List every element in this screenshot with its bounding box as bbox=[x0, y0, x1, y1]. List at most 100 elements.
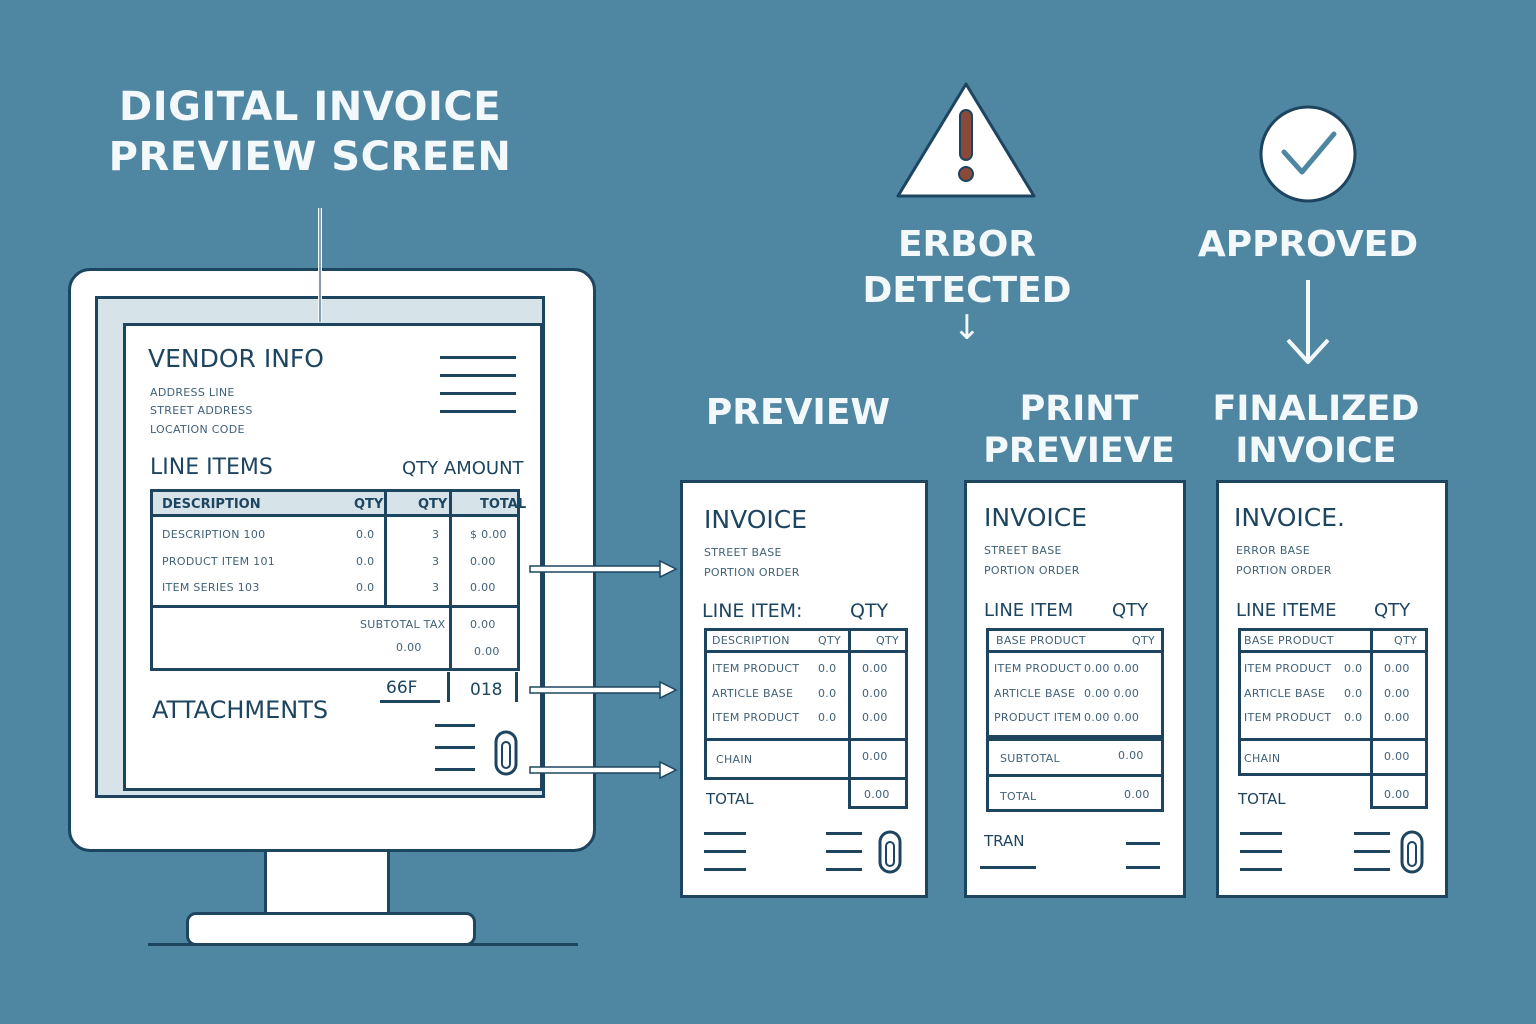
approved-arrow bbox=[1286, 280, 1330, 364]
card-addr-line: ERROR BASE bbox=[1236, 544, 1311, 557]
card-thead: BASE PRODUCT bbox=[996, 634, 1086, 647]
total-divider bbox=[447, 672, 450, 702]
card-table-rule bbox=[986, 650, 1164, 653]
card-thead: QTY bbox=[876, 634, 899, 647]
invoice-card-print-preview bbox=[964, 480, 1186, 898]
card-foot-value: 0.00 bbox=[864, 788, 890, 801]
ground-line bbox=[148, 943, 578, 946]
card-cell: 0.0 bbox=[1344, 662, 1363, 675]
table-cell: 3 bbox=[432, 555, 440, 568]
card-sum-value: 0.00 bbox=[1118, 749, 1144, 762]
invoice-document bbox=[123, 323, 543, 791]
table-header-bg bbox=[153, 492, 517, 514]
paperclip-icon bbox=[494, 730, 518, 776]
card-attach-line bbox=[1354, 868, 1390, 871]
table-cell: 0.00 bbox=[470, 581, 496, 594]
card-row: ITEM PRODUCT bbox=[994, 662, 1082, 675]
table-row: PRODUCT ITEM 101 bbox=[162, 555, 276, 568]
print-preview-line-1: PRINT bbox=[1019, 389, 1139, 429]
finalized-line-1: FINALIZED bbox=[1212, 389, 1420, 429]
card-thead: QTY bbox=[1394, 634, 1417, 647]
card-thead: BASE PRODUCT bbox=[1244, 634, 1334, 647]
table-cell: 0.0 bbox=[356, 555, 375, 568]
total-divider bbox=[515, 672, 518, 702]
card-sum-label: SUBTOTAL bbox=[1000, 752, 1060, 765]
card-table-rule bbox=[704, 738, 908, 741]
card-foot-label: TOTAL bbox=[706, 790, 754, 808]
table-row: ITEM SERIES 103 bbox=[162, 581, 260, 594]
card-attach-line bbox=[826, 868, 862, 871]
line-items-columns: QTY AMOUNT bbox=[402, 458, 524, 479]
finalized-line-2: INVOICE bbox=[1235, 431, 1397, 471]
print-preview-line-2: PREVIEVE bbox=[983, 431, 1175, 471]
error-detected-label: ERBOR DETECTED bbox=[860, 222, 1074, 314]
vendor-line-2: STREET ADDRESS bbox=[150, 404, 253, 417]
card-table-rule bbox=[704, 650, 908, 653]
vendor-line-3: LOCATION CODE bbox=[150, 423, 245, 436]
card-cell: 0.00 bbox=[862, 662, 888, 675]
line-items-table bbox=[150, 489, 520, 671]
card-sum-value: 0.00 bbox=[862, 750, 888, 763]
card-foot-line bbox=[704, 832, 746, 835]
table-cell: 0.0 bbox=[356, 528, 375, 541]
card-addr-line: PORTION ORDER bbox=[704, 566, 800, 579]
card-cell: 0.00 0.00 bbox=[1084, 711, 1140, 724]
card-thead: QTY bbox=[1132, 634, 1155, 647]
card-row: ARTICLE BASE bbox=[994, 687, 1076, 700]
table-cell: $ 0.00 bbox=[470, 528, 507, 541]
invoice-card-preview bbox=[680, 480, 928, 898]
table-body-rule bbox=[150, 605, 520, 608]
card-table bbox=[704, 628, 908, 780]
card-foot-line bbox=[704, 868, 746, 871]
logo-line bbox=[440, 374, 516, 377]
card-row: ARTICLE BASE bbox=[712, 687, 794, 700]
total-left: 66F bbox=[386, 678, 418, 698]
card-cell: 0.00 bbox=[1384, 711, 1410, 724]
table-header-cell: QTY bbox=[354, 497, 384, 512]
card-addr-line: PORTION ORDER bbox=[1236, 564, 1332, 577]
table-header-cell: DESCRIPTION bbox=[162, 497, 261, 512]
card-attach-line bbox=[826, 832, 862, 835]
vendor-info-heading: VENDOR INFO bbox=[148, 344, 324, 373]
card-invoice-title: INVOICE bbox=[704, 505, 808, 534]
card-table-col bbox=[848, 628, 851, 808]
attachment-line bbox=[435, 768, 475, 771]
logo-line bbox=[440, 410, 516, 413]
table-cell: 3 bbox=[432, 528, 440, 541]
paperclip-icon bbox=[1400, 830, 1424, 874]
table-col-rule bbox=[384, 489, 387, 607]
card-cell: 0.0 bbox=[818, 662, 837, 675]
monitor-neck bbox=[264, 852, 390, 916]
card-sum-value: 0.00 bbox=[1384, 750, 1410, 763]
subtotal-value: 0.00 bbox=[470, 618, 496, 631]
title-line-1: DIGITAL INVOICE bbox=[118, 84, 502, 130]
table-cell: 3 bbox=[432, 581, 440, 594]
card-line-item-label: LINE ITEME bbox=[1236, 600, 1337, 621]
table-header-rule bbox=[150, 514, 520, 517]
card-attach-line bbox=[1354, 832, 1390, 835]
total-right: 018 bbox=[470, 680, 503, 700]
logo-line bbox=[440, 392, 516, 395]
table-cell: 0.00 bbox=[470, 555, 496, 568]
card-cell: 0.00 bbox=[862, 687, 888, 700]
stage-heading-print-preview: PRINT PREVIEVE bbox=[972, 388, 1186, 472]
table-header-cell: TOTAL bbox=[480, 497, 527, 512]
card-foot-line bbox=[1126, 842, 1160, 845]
card-foot-value: 0.00 bbox=[1124, 788, 1150, 801]
error-line-2: DETECTED bbox=[862, 270, 1072, 311]
card-addr-line: STREET BASE bbox=[704, 546, 782, 559]
card-thead: DESCRIPTION bbox=[712, 634, 790, 647]
table-row: DESCRIPTION 100 bbox=[162, 528, 266, 541]
logo-line bbox=[440, 356, 516, 359]
card-table bbox=[1238, 628, 1428, 776]
card-cell: 0.00 0.00 bbox=[1084, 687, 1140, 700]
card-foot-label: TOTAL bbox=[1000, 790, 1037, 803]
total-value: 0.00 bbox=[474, 645, 500, 658]
invoice-card-finalized bbox=[1216, 480, 1448, 898]
card-cell: 0.0 bbox=[1344, 711, 1363, 724]
card-foot-line bbox=[1126, 866, 1160, 869]
card-foot-label: TOTAL bbox=[1238, 790, 1286, 808]
warning-icon bbox=[896, 82, 1036, 198]
card-line-item-right: QTY bbox=[1374, 600, 1411, 621]
